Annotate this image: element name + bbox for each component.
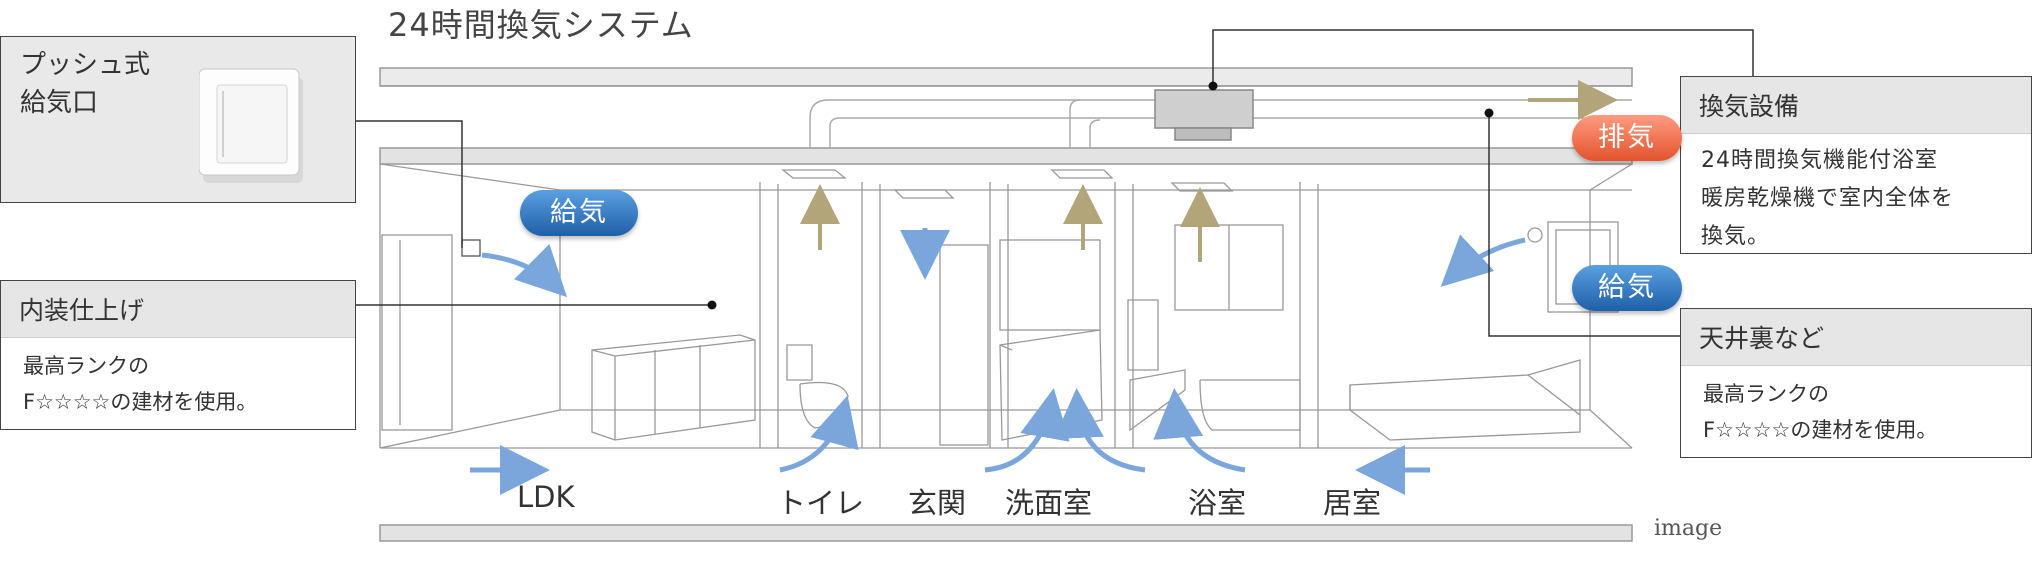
push-inlet-photo [199, 68, 303, 183]
duct-pipes [809, 99, 1632, 148]
push-inlet-callout [0, 36, 356, 203]
exhaust-airflow-arrows [800, 80, 1618, 262]
ventilation-equipment-line2: 暖房乾燥機で室内全体を [1701, 186, 1955, 211]
diagram-title: 24時間換気システム [388, 6, 694, 44]
ceiling-space-line2: F☆☆☆☆の建材を使用。 [1703, 418, 1938, 442]
roof-slab [379, 67, 1633, 87]
interior-finish-line2: F☆☆☆☆の建材を使用。 [23, 390, 258, 414]
supply-badge-right: 給気 [1572, 265, 1682, 311]
supply-badge-left: 給気 [520, 190, 638, 236]
ventilation-equipment-line1: 24時間換気機能付浴室 [1701, 148, 1938, 173]
exhaust-badge: 排気 [1572, 115, 1682, 161]
ventilation-equipment-callout: 換気設備 24時間換気機能付浴室 暖房乾燥機で室内全体を 換気。 [1680, 76, 2032, 254]
interior-finish-line1: 最高ランクの [23, 354, 149, 378]
ceiling-space-callout: 天井裏など 最高ランクの F☆☆☆☆の建材を使用。 [1680, 308, 2032, 458]
room-label-bathroom: 浴室 [1188, 486, 1247, 520]
ceiling-space-line1: 最高ランクの [1703, 382, 1829, 406]
leader-dots [707, 81, 1494, 310]
callout-leader-lines [356, 29, 1754, 337]
supply-airflow-arrows [470, 228, 1526, 495]
interior-finish-callout: 内装仕上げ 最高ランクの F☆☆☆☆の建材を使用。 [0, 280, 356, 430]
room-label-washroom: 洗面室 [1005, 486, 1093, 520]
interior-finish-heading: 内装仕上げ [1, 281, 355, 338]
ceiling-space-heading: 天井裏など [1681, 309, 2031, 366]
ventilation-unit [1154, 89, 1254, 141]
room-label-living-room: 居室 [1323, 486, 1382, 520]
image-note: image [1654, 516, 1723, 541]
room-label-ldk: LDK [517, 480, 575, 514]
ceiling-slab [379, 147, 1633, 165]
floor-slab [379, 524, 1633, 542]
room-label-toilet: トイレ [777, 486, 865, 520]
ventilation-equipment-heading: 換気設備 [1681, 77, 2031, 134]
ventilation-equipment-line3: 換気。 [1701, 224, 1771, 249]
push-inlet-label: プッシュ式 給気口 [20, 50, 151, 118]
push-inlet-device [461, 239, 481, 257]
room-label-entrance: 玄関 [908, 486, 967, 520]
